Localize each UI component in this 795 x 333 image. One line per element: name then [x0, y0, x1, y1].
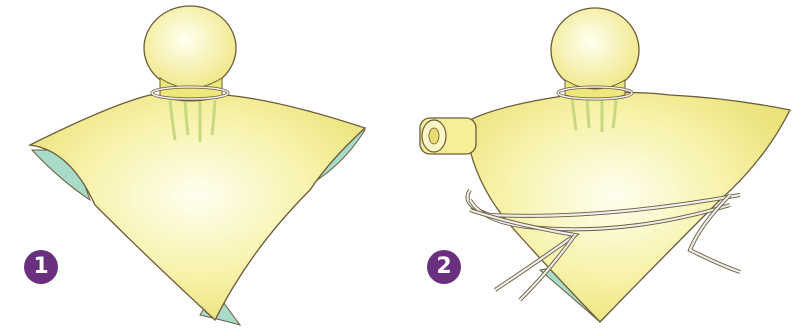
cloth-puppet-drawing-1 — [0, 0, 400, 333]
cloth-puppet-drawing-2 — [400, 0, 795, 333]
cloth-body — [30, 95, 365, 320]
illustration-step-2 — [400, 0, 795, 333]
step-number-badge: 2 — [427, 250, 461, 284]
step-number-badge: 1 — [24, 250, 58, 284]
puppet-head — [551, 8, 639, 92]
illustration-step-1 — [0, 0, 400, 333]
cloth-body — [470, 93, 790, 323]
